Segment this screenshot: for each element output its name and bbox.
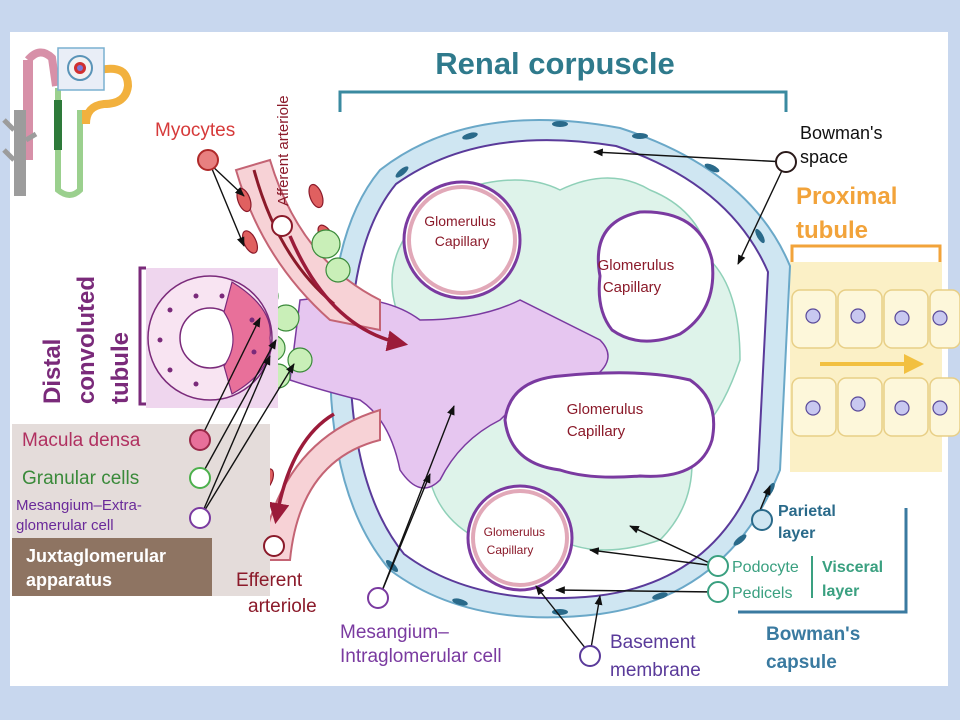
page-title: Renal corpuscle: [435, 46, 674, 81]
glomerulus-capillary-3-label: Glomerulus Capillary: [567, 401, 648, 440]
renal-corpuscle-bracket: [338, 90, 788, 112]
glomerulus-capillary-4: [466, 484, 574, 592]
marker-mesangium-intra: [367, 587, 389, 609]
marker-afferent: [271, 215, 293, 237]
visceral-layer-label: Visceral layer: [822, 559, 888, 600]
marker-podocyte: [707, 555, 729, 577]
glomerulus-capillary-1: [402, 180, 522, 300]
marker-pedicels: [707, 581, 729, 603]
nephron-thumbnail: [2, 47, 133, 198]
glomerulus-capillary-4-label: Glomerulus Capillary: [484, 525, 549, 557]
marker-parietal: [751, 509, 773, 531]
pedicels-label: Pedicels: [732, 585, 792, 602]
glomerulus-capillary-3: [503, 371, 716, 479]
glomerulus-capillary-2: [596, 210, 715, 343]
myocytes-label: Myocytes: [155, 120, 235, 141]
juxtaglomerular-label: Juxtaglomerular apparatus: [26, 546, 171, 590]
glomerulus-capillary-2-label: Glomerulus Capillary: [598, 257, 679, 296]
afferent-arteriole-shape: [234, 158, 409, 352]
marker-granular: [189, 467, 211, 489]
afferent-arteriole-label: Afferent arteriole: [275, 95, 292, 206]
granular-cells-label: Granular cells: [22, 468, 139, 489]
mesangium-intra-label: Mesangium– Intraglomerular cell: [340, 622, 502, 667]
proximal-tubule-label: Proximal tubule: [796, 183, 904, 244]
distal-tubule-label: Distal convoluted tubule: [39, 269, 134, 404]
parietal-layer-label: Parietal layer: [778, 503, 840, 542]
marker-mesangium-extra: [189, 507, 211, 529]
proximal-tubule-bracket: [790, 244, 942, 262]
glomerulus-capillary-1-label: Glomerulus Capillary: [424, 213, 499, 249]
bowmans-capsule-label: Bowman's capsule: [766, 624, 866, 673]
marker-macula-densa: [189, 429, 211, 451]
bowmans-space-label: Bowman's space: [800, 123, 887, 167]
marker-myocytes: [197, 149, 219, 171]
efferent-arteriole-label: Efferent arteriole: [236, 570, 317, 617]
podocyte-label: Podocyte: [732, 559, 799, 576]
macula-densa-label: Macula densa: [22, 430, 141, 451]
proximal-tubule-shape: [790, 262, 960, 472]
distal-tubule-shape: [138, 266, 278, 408]
basement-membrane-label: Basement membrane: [610, 632, 701, 681]
marker-efferent: [263, 535, 285, 557]
marker-bowmans-space: [775, 151, 797, 173]
mesangium-extra-label: Mesangium–Extra- glomerular cell: [16, 497, 146, 534]
bowmans-capsule-bracket: [738, 508, 908, 614]
juxtaglomerular-band: [12, 538, 212, 596]
leader-lines: [199, 148, 787, 655]
marker-basement: [579, 645, 601, 667]
